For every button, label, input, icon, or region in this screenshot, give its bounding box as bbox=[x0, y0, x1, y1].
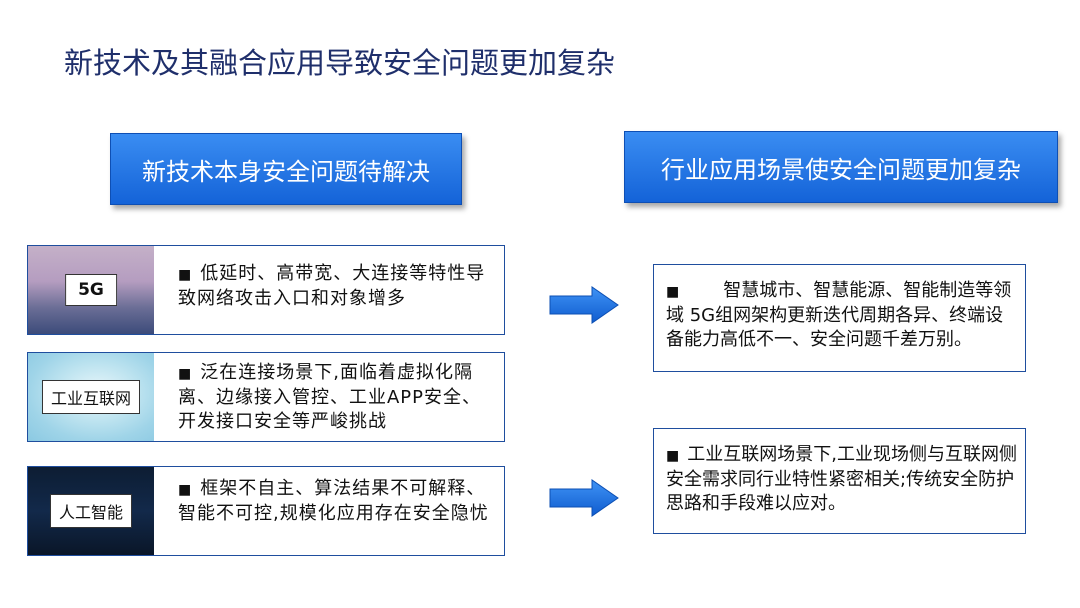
thumb-label-5g: 5G bbox=[65, 274, 117, 306]
tech-card-text: ■低延时、高带宽、大连接等特性导致网络攻击入口和对象增多 bbox=[178, 262, 498, 311]
bullet-square-icon: ■ bbox=[178, 366, 193, 382]
right-header-label: 行业应用场景使安全问题更加复杂 bbox=[661, 155, 1021, 184]
scenario-text: 智慧城市、智慧能源、智能制造等领域 5G组网架构更新迭代周期各异、终端设备能力高… bbox=[666, 280, 1012, 350]
right-arrow-icon bbox=[549, 479, 619, 517]
scenario-text: 工业互联网场景下,工业现场侧与互联网侧安全需求同行业特性紧密相关;传统安全防护思… bbox=[666, 444, 1017, 514]
bullet-square-icon: ■ bbox=[178, 482, 193, 498]
right-arrow-icon bbox=[549, 286, 619, 324]
page-title: 新技术及其融合应用导致安全问题更加复杂 bbox=[64, 46, 616, 80]
thumb-label-iiot: 工业互联网 bbox=[41, 380, 141, 414]
city-skyline-image: 5G bbox=[28, 246, 154, 334]
industrial-internet-image: 工业互联网 bbox=[28, 353, 154, 441]
tech-card-iiot: 工业互联网 ■泛在连接场景下,面临着虚拟化隔离、边缘接入管控、工业APP安全、开… bbox=[27, 352, 505, 442]
tech-card-description: 低延时、高带宽、大连接等特性导致网络攻击入口和对象增多 bbox=[178, 263, 486, 309]
tech-card-ai: 人工智能 ■框架不自主、算法结果不可解释、智能不可控,规模化应用存在安全隐忧 bbox=[27, 466, 505, 556]
tech-card-text: ■框架不自主、算法结果不可解释、智能不可控,规模化应用存在安全隐忧 bbox=[178, 477, 498, 526]
thumb-label-ai: 人工智能 bbox=[49, 494, 133, 528]
left-header-label: 新技术本身安全问题待解决 bbox=[142, 157, 430, 186]
right-header: 行业应用场景使安全问题更加复杂 bbox=[624, 131, 1058, 203]
left-header: 新技术本身安全问题待解决 bbox=[110, 133, 462, 205]
scenario-box-2: ■工业互联网场景下,工业现场侧与互联网侧安全需求同行业特性紧密相关;传统安全防护… bbox=[653, 428, 1026, 534]
bullet-square-icon: ■ bbox=[666, 284, 680, 300]
bullet-square-icon: ■ bbox=[178, 267, 193, 283]
bullet-square-icon: ■ bbox=[666, 448, 680, 464]
scenario-box-1: ■ 智慧城市、智慧能源、智能制造等领域 5G组网架构更新迭代周期各异、终端设备能… bbox=[653, 264, 1026, 372]
tech-card-5g: 5G ■低延时、高带宽、大连接等特性导致网络攻击入口和对象增多 bbox=[27, 245, 505, 335]
tech-card-text: ■泛在连接场景下,面临着虚拟化隔离、边缘接入管控、工业APP安全、开发接口安全等… bbox=[178, 361, 498, 434]
tech-card-description: 框架不自主、算法结果不可解释、智能不可控,规模化应用存在安全隐忧 bbox=[178, 478, 489, 524]
ai-image: 人工智能 bbox=[28, 467, 154, 555]
tech-card-description: 泛在连接场景下,面临着虚拟化隔离、边缘接入管控、工业APP安全、开发接口安全等严… bbox=[178, 362, 482, 432]
